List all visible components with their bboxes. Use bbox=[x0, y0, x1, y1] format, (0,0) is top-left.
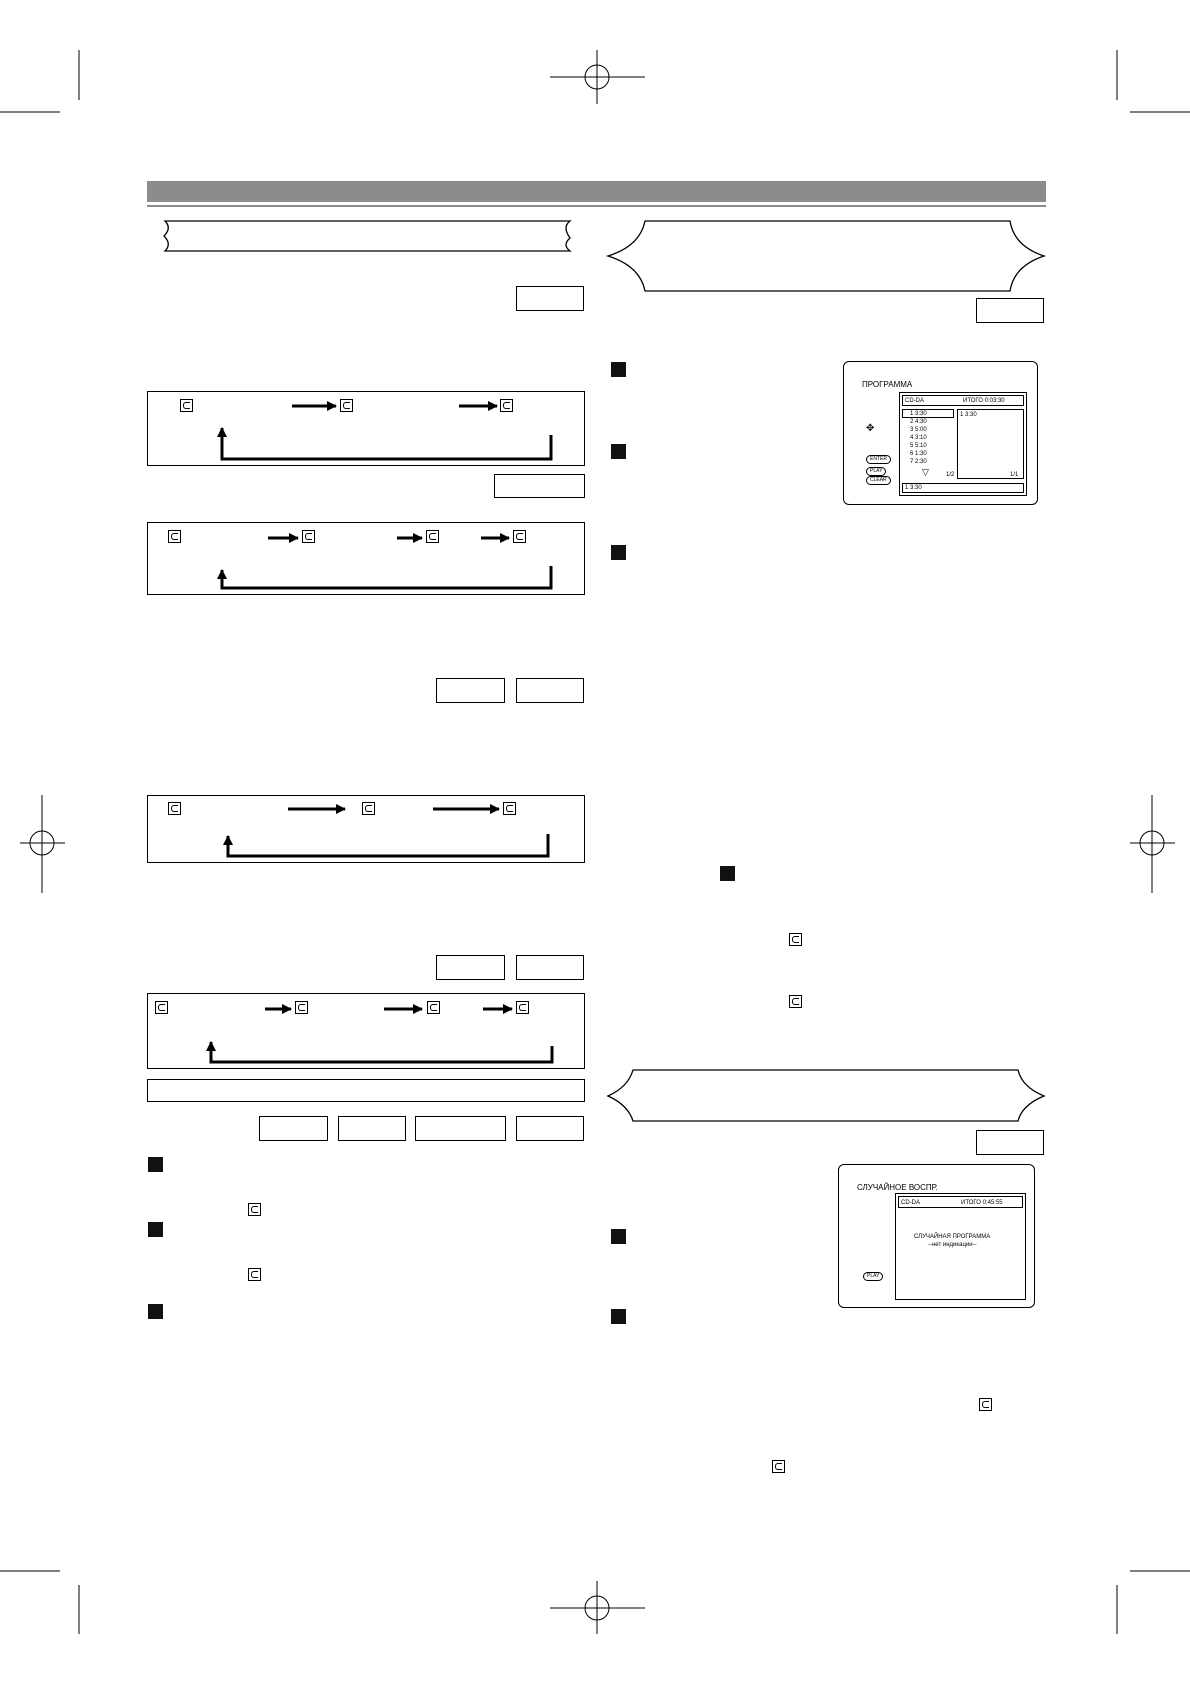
tag-box bbox=[516, 1116, 584, 1141]
repeat-diagram-2 bbox=[147, 522, 585, 595]
header-rule bbox=[147, 205, 1046, 207]
program-list-box: 1 3:30 1/1 bbox=[957, 409, 1024, 479]
repeat-icon bbox=[503, 802, 516, 815]
track-list-item[interactable]: 4 3:10 bbox=[910, 435, 927, 441]
repeat-icon bbox=[500, 399, 513, 412]
program-selected-item: 1 3:30 bbox=[905, 485, 922, 491]
program-total-label: ИТОГО 0:03:30 bbox=[963, 398, 1005, 404]
repeat-icon bbox=[168, 802, 181, 815]
repeat-icon bbox=[302, 530, 315, 543]
program-page-indicator: 1/1 bbox=[1010, 472, 1019, 478]
repeat-icon bbox=[180, 399, 193, 412]
program-list-item[interactable]: 1 3:30 bbox=[960, 412, 977, 418]
random-screen-panel: CD-DA ИТОГО 0:45:55 СЛУЧАЙНАЯ ПРОГРАММА … bbox=[895, 1193, 1026, 1300]
info-bar bbox=[147, 1079, 585, 1102]
dpad-icon[interactable]: ✥ bbox=[866, 423, 875, 434]
program-header-box: CD-DA ИТОГО 0:03:30 bbox=[902, 395, 1024, 406]
random-total-label: ИТОГО 0:45:55 bbox=[961, 1200, 1003, 1206]
track-list-item[interactable]: 6 1:30 bbox=[910, 451, 927, 457]
random-message: СЛУЧАЙНАЯ ПРОГРАММА bbox=[914, 1234, 991, 1240]
track-list-item[interactable]: 2 4:30 bbox=[910, 419, 927, 425]
program-disc-label: CD-DA bbox=[905, 398, 924, 404]
track-list-item[interactable]: 5 5:10 bbox=[910, 443, 927, 449]
tag-box bbox=[436, 678, 505, 703]
random-message-sub: --нет индикации-- bbox=[928, 1242, 977, 1248]
step-marker-icon bbox=[148, 1304, 163, 1319]
tag-box bbox=[516, 286, 584, 311]
tag-box bbox=[516, 955, 584, 980]
tag-box bbox=[976, 1130, 1044, 1155]
track-list-item[interactable]: 3 5:00 bbox=[910, 427, 927, 433]
repeat-icon bbox=[295, 1001, 308, 1014]
header-bar bbox=[147, 181, 1046, 202]
repeat-icon bbox=[248, 1268, 261, 1281]
step-marker-icon bbox=[148, 1157, 163, 1172]
play-button[interactable]: PLAY bbox=[863, 1272, 884, 1281]
program-track-highlight[interactable] bbox=[902, 409, 954, 418]
repeat-icon bbox=[979, 1398, 992, 1411]
page-indicator: 1/2 bbox=[946, 472, 955, 478]
repeat-icon bbox=[168, 530, 181, 543]
random-screen-title: СЛУЧАЙНОЕ ВОСПР. bbox=[857, 1183, 938, 1192]
repeat-icon bbox=[516, 1001, 529, 1014]
repeat-icon bbox=[155, 1001, 168, 1014]
repeat-icon bbox=[248, 1203, 261, 1216]
enter-button[interactable]: ENTER bbox=[866, 455, 891, 464]
tag-box bbox=[415, 1116, 506, 1141]
repeat-icon bbox=[426, 530, 439, 543]
step-marker-icon bbox=[720, 866, 735, 881]
step-marker-icon bbox=[611, 444, 626, 459]
random-disc-label: CD-DA bbox=[901, 1200, 920, 1206]
tag-box bbox=[338, 1116, 406, 1141]
step-marker-icon bbox=[611, 545, 626, 560]
random-header-box: CD-DA ИТОГО 0:45:55 bbox=[898, 1196, 1023, 1208]
tag-box bbox=[436, 955, 505, 980]
tag-box bbox=[494, 474, 585, 498]
step-marker-icon bbox=[148, 1222, 163, 1237]
step-marker-icon bbox=[611, 362, 626, 377]
repeat-icon bbox=[789, 995, 802, 1008]
repeat-icon bbox=[772, 1460, 785, 1473]
play-button[interactable]: PLAY bbox=[866, 467, 887, 476]
step-marker-icon bbox=[611, 1309, 626, 1324]
repeat-icon bbox=[789, 933, 802, 946]
tag-box bbox=[259, 1116, 328, 1141]
random-screen: СЛУЧАЙНОЕ ВОСПР. CD-DA ИТОГО 0:45:55 СЛУ… bbox=[838, 1164, 1035, 1308]
program-screen-panel: CD-DA ИТОГО 0:03:30 1 3:30 2 4:30 3 5:00… bbox=[899, 392, 1027, 496]
program-screen-title: ПРОГРАММА bbox=[862, 380, 913, 389]
clear-button[interactable]: CLEAR bbox=[866, 476, 891, 485]
track-list-item[interactable]: 7 2:30 bbox=[910, 459, 927, 465]
repeat-icon bbox=[362, 802, 375, 815]
track-list-item[interactable]: 1 3:30 bbox=[910, 411, 927, 417]
repeat-icon bbox=[513, 530, 526, 543]
program-screen: ПРОГРАММА CD-DA ИТОГО 0:03:30 1 3:30 2 4… bbox=[843, 361, 1038, 505]
repeat-icon bbox=[340, 399, 353, 412]
program-selected-box: 1 3:30 bbox=[902, 483, 1024, 493]
repeat-icon bbox=[427, 1001, 440, 1014]
tag-box bbox=[976, 298, 1044, 323]
step-marker-icon bbox=[611, 1229, 626, 1244]
tag-box bbox=[516, 678, 584, 703]
scroll-down-icon[interactable]: ▽ bbox=[922, 467, 929, 477]
